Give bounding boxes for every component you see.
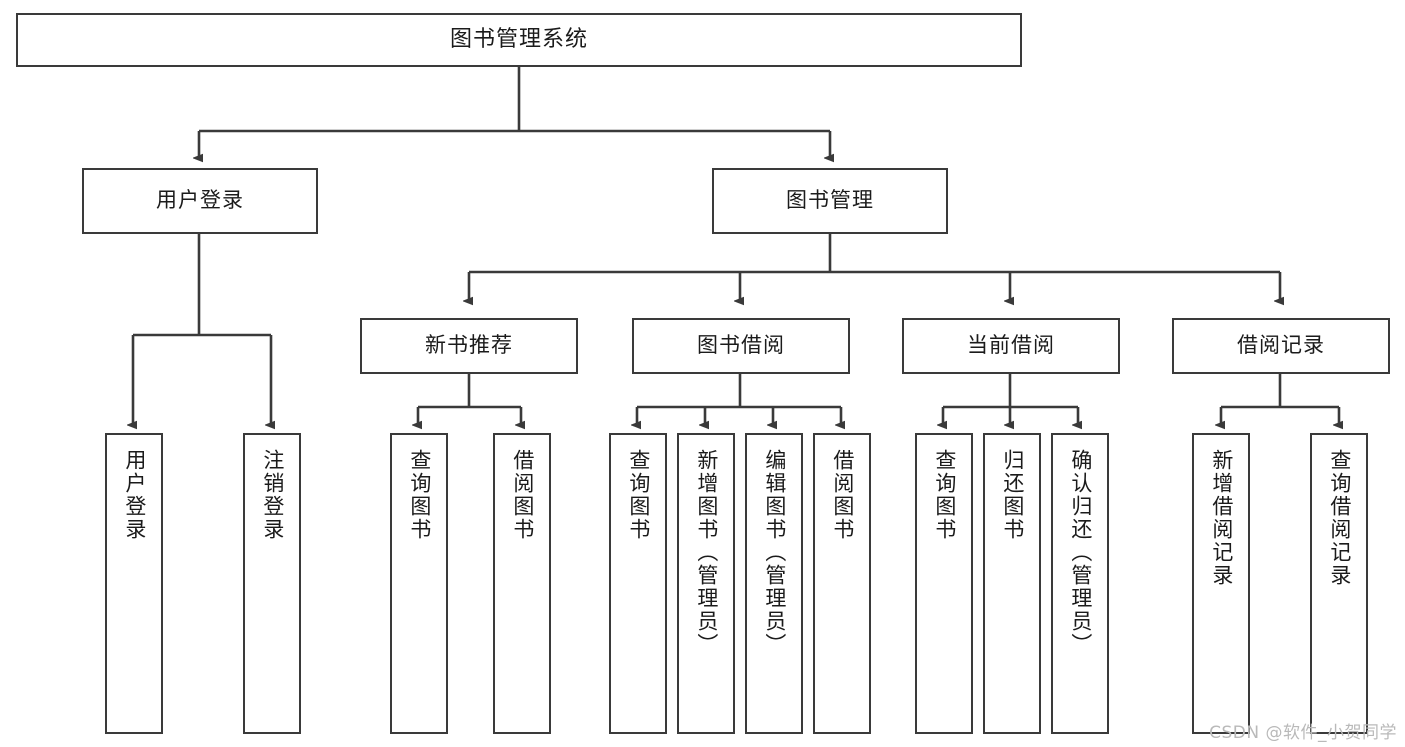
- node-label: 借阅记录: [1237, 333, 1325, 358]
- node-root-book-management-system[interactable]: 图书管理系统: [16, 13, 1022, 67]
- node-borrow-record[interactable]: 借阅记录: [1172, 318, 1390, 374]
- watermark-text: CSDN @软件_小贺同学: [1209, 723, 1397, 743]
- node-leaf-return-book[interactable]: 归还图书: [983, 433, 1041, 734]
- node-label: 新书推荐: [425, 333, 513, 358]
- node-label: 图书管理系统: [449, 26, 588, 52]
- node-leaf-query-borrow-record[interactable]: 查询借阅记录: [1310, 433, 1368, 734]
- node-leaf-user-login[interactable]: 用户登录: [105, 433, 163, 734]
- node-label: 查询借阅记录: [1327, 449, 1352, 587]
- node-leaf-confirm-return-admin[interactable]: 确认归还（管理员）: [1051, 433, 1109, 734]
- node-label: 查询图书: [932, 449, 957, 541]
- node-label: 用户登录: [122, 449, 147, 541]
- node-new-book-recommend[interactable]: 新书推荐: [360, 318, 578, 374]
- node-leaf-borrow-book-recommend[interactable]: 借阅图书: [493, 433, 551, 734]
- node-label: 编辑图书（管理员）: [762, 449, 787, 656]
- node-label: 当前借阅: [967, 333, 1055, 358]
- node-label: 归还图书: [1000, 449, 1025, 541]
- node-leaf-edit-book-admin[interactable]: 编辑图书（管理员）: [745, 433, 803, 734]
- node-label: 新增图书（管理员）: [694, 449, 719, 656]
- node-current-borrow[interactable]: 当前借阅: [902, 318, 1120, 374]
- node-user-login[interactable]: 用户登录: [82, 168, 318, 234]
- node-label: 用户登录: [156, 188, 244, 213]
- node-label: 借阅图书: [510, 449, 535, 541]
- node-leaf-query-book-current[interactable]: 查询图书: [915, 433, 973, 734]
- node-leaf-borrow-book[interactable]: 借阅图书: [813, 433, 871, 734]
- node-label: 图书借阅: [697, 333, 785, 358]
- node-book-borrow[interactable]: 图书借阅: [632, 318, 850, 374]
- node-leaf-logout-login[interactable]: 注销登录: [243, 433, 301, 734]
- node-label: 借阅图书: [830, 449, 855, 541]
- node-label: 查询图书: [626, 449, 651, 541]
- node-leaf-query-book-borrow[interactable]: 查询图书: [609, 433, 667, 734]
- node-book-management[interactable]: 图书管理: [712, 168, 948, 234]
- node-label: 查询图书: [407, 449, 432, 541]
- node-label: 图书管理: [786, 188, 874, 213]
- node-label: 注销登录: [260, 449, 285, 541]
- node-label: 确认归还（管理员）: [1068, 449, 1093, 656]
- node-leaf-add-book-admin[interactable]: 新增图书（管理员）: [677, 433, 735, 734]
- node-leaf-query-book-recommend[interactable]: 查询图书: [390, 433, 448, 734]
- node-label: 新增借阅记录: [1209, 449, 1234, 587]
- node-leaf-add-borrow-record[interactable]: 新增借阅记录: [1192, 433, 1250, 734]
